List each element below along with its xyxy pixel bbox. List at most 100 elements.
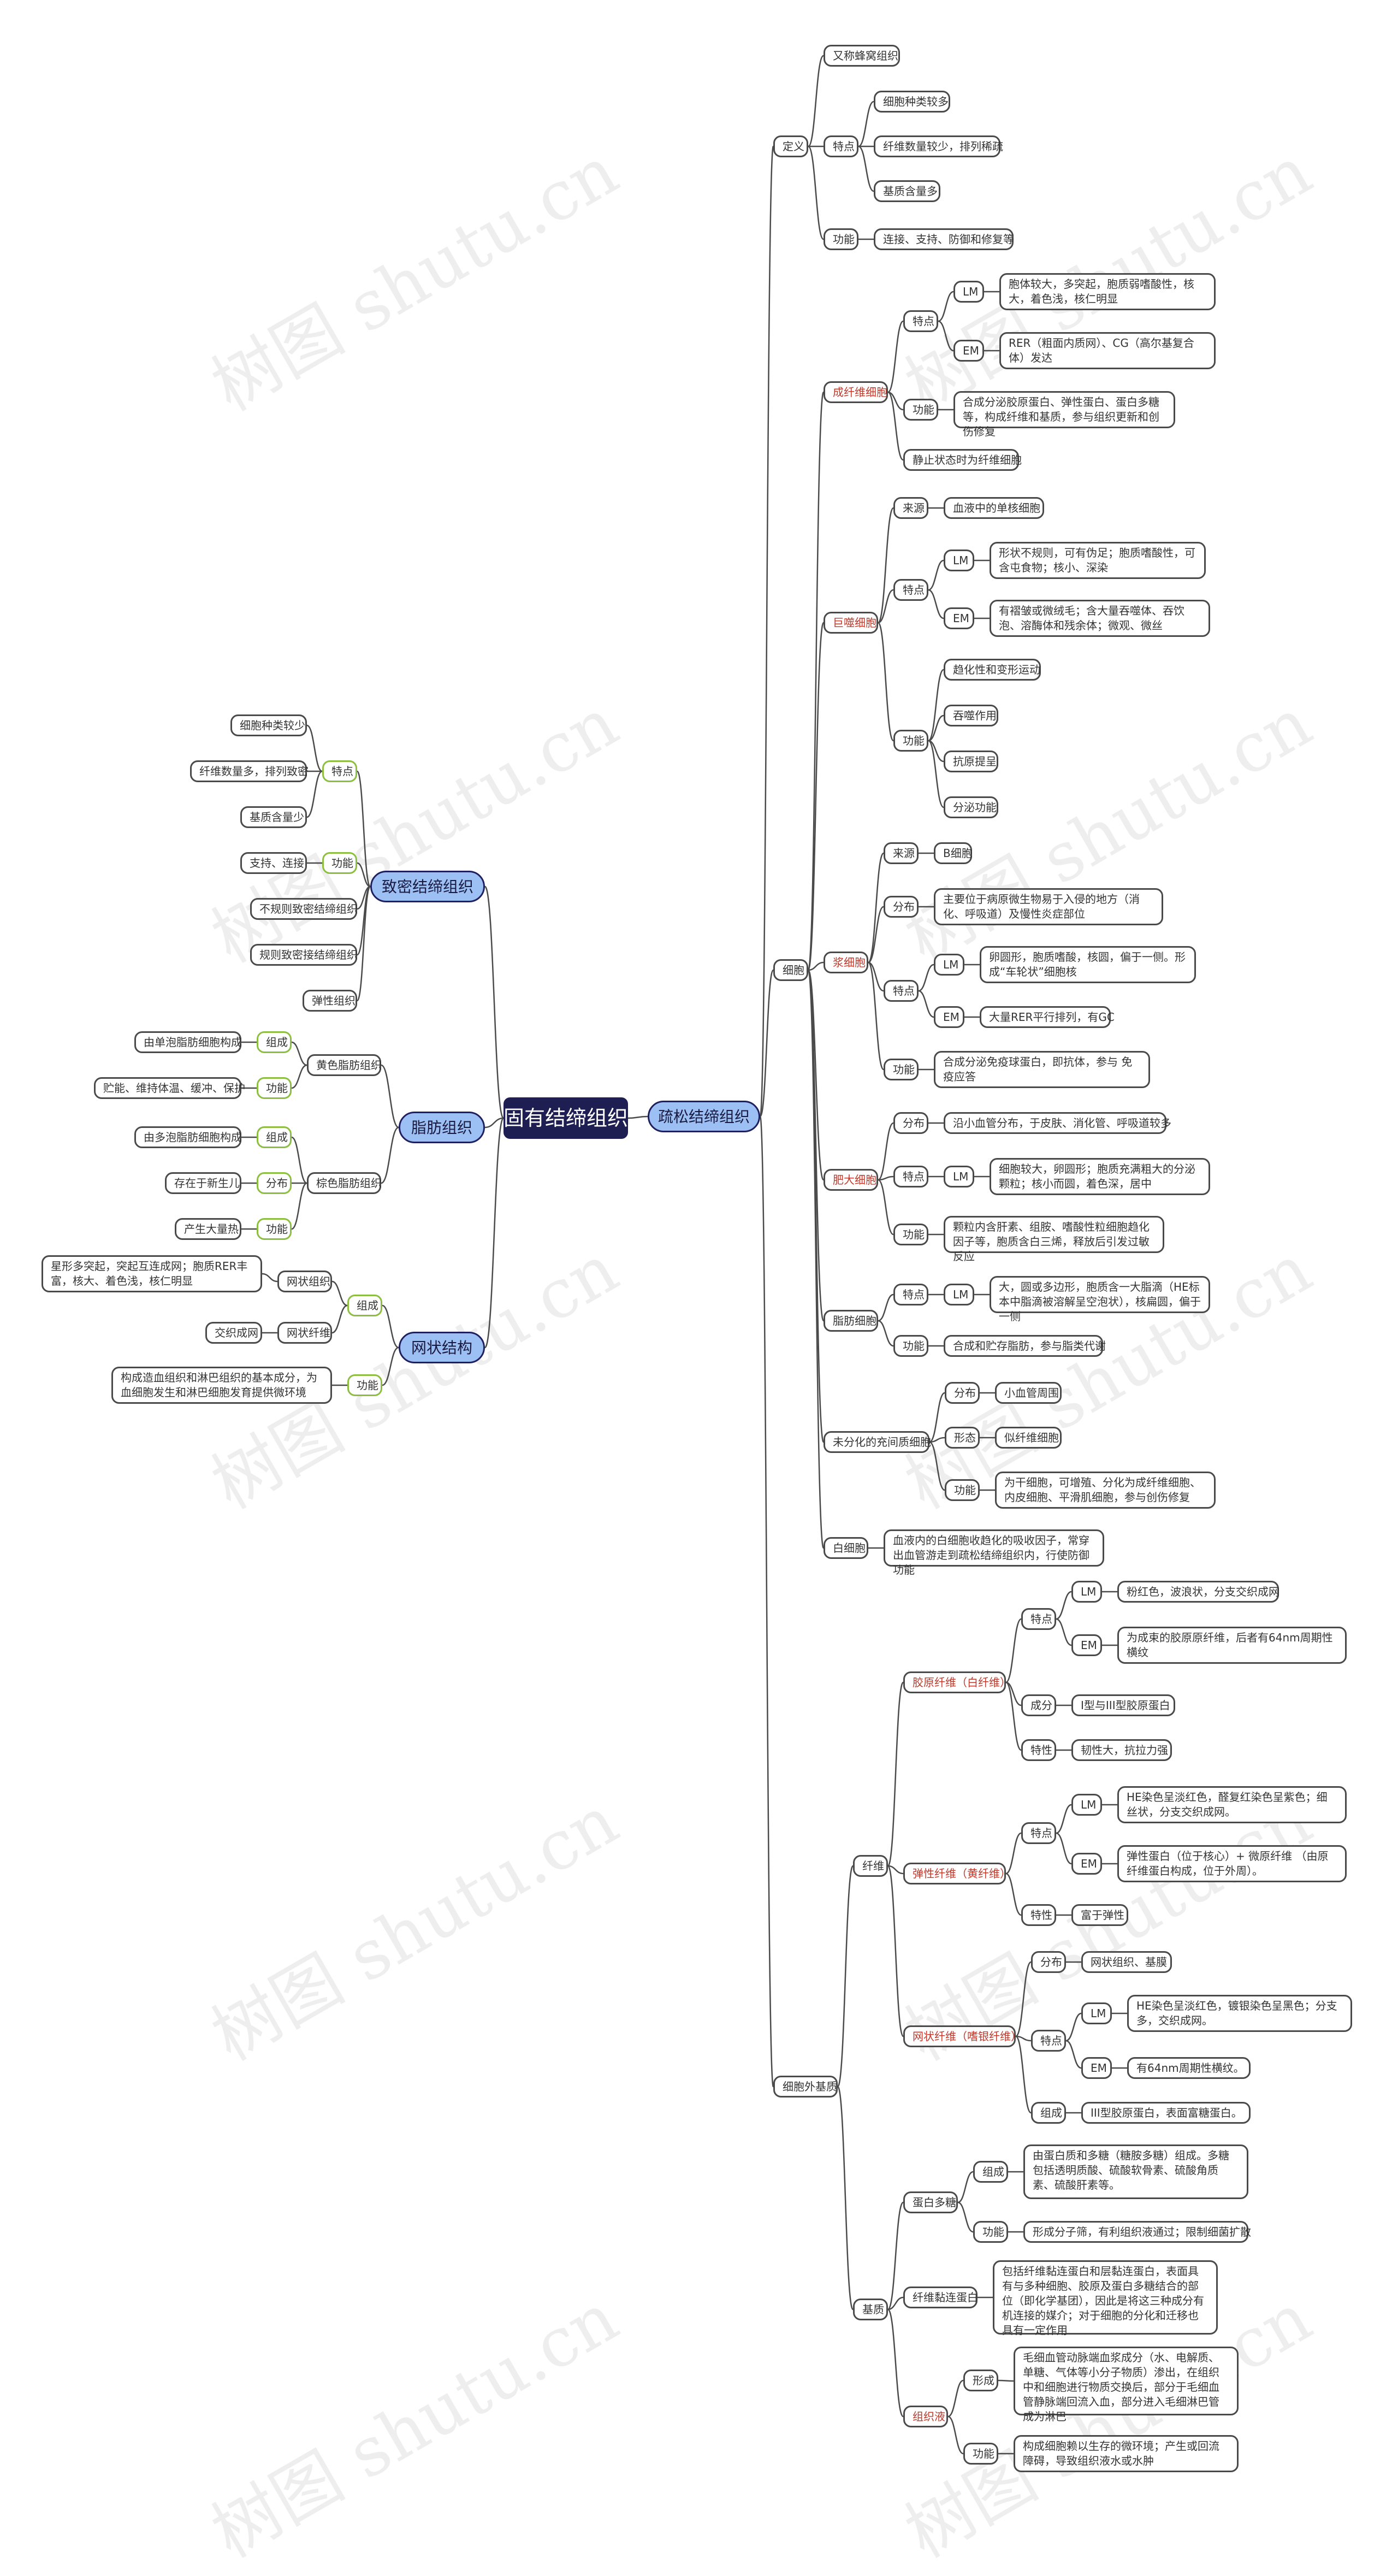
node-reticular-tissue-cell-text[interactable]: 星形多突起，突起互连成网；胞质RER丰富，核大、着色浅，核仁明显 <box>42 1255 262 1292</box>
branch-reticular-tissue[interactable]: 网状结构 <box>399 1332 485 1363</box>
node-dense-feature-3[interactable]: 基质含量少 <box>240 806 307 828</box>
node-feature-3[interactable]: 基质含量多 <box>874 180 940 202</box>
node-plasma-origin-text[interactable]: B细胞 <box>934 842 973 864</box>
node-brown-adipose-composition[interactable]: 组成 <box>257 1126 292 1148</box>
node-tissue-fluid-function-text[interactable]: 构成细胞赖以生存的微环境；产生或回流障碍，导致组织液水或水肿 <box>1014 2435 1239 2472</box>
node-proteoglycan-composition-text[interactable]: 由蛋白质和多糖（糖胺多糖）组成。多糖包括透明质酸、硫酸软骨素、硫酸角质素、硫酸肝… <box>1023 2144 1248 2199</box>
node-brown-adipose-function-text[interactable]: 产生大量热 <box>175 1218 241 1240</box>
node-fibers[interactable]: 纤维 <box>853 1855 888 1877</box>
node-fibroblast[interactable]: 成纤维细胞 <box>824 381 888 403</box>
node-reticular-distribution-text[interactable]: 网状组织、基膜 <box>1081 1951 1172 1973</box>
node-fibroblast-em[interactable]: EM <box>953 340 984 362</box>
node-plasma-em[interactable]: EM <box>934 1006 964 1028</box>
node-macrophage-features[interactable]: 特点 <box>893 579 928 601</box>
node-collagen-property[interactable]: 特性 <box>1021 1739 1056 1761</box>
node-undifferentiated-distribution[interactable]: 分布 <box>945 1382 980 1404</box>
node-macrophage-function[interactable]: 功能 <box>893 730 928 752</box>
node-plasma-features[interactable]: 特点 <box>884 980 919 1002</box>
node-reticular-features[interactable]: 特点 <box>1031 2030 1066 2052</box>
node-collagen-composition[interactable]: 成分 <box>1021 1694 1056 1716</box>
node-undifferentiated-shape[interactable]: 形态 <box>945 1427 980 1449</box>
node-mast-function[interactable]: 功能 <box>893 1224 928 1245</box>
node-undifferentiated-shape-text[interactable]: 似纤维细胞 <box>995 1427 1062 1449</box>
node-collagen-features[interactable]: 特点 <box>1021 1608 1056 1630</box>
node-fibroblast-lm[interactable]: LM <box>953 281 984 303</box>
node-ground-substance[interactable]: 基质 <box>853 2299 888 2320</box>
node-undifferentiated-function[interactable]: 功能 <box>945 1479 980 1501</box>
node-yellow-adipose-composition[interactable]: 组成 <box>257 1031 292 1053</box>
node-reticular-tissue-fiber-text[interactable]: 交织成网 <box>205 1322 262 1344</box>
node-mast-distribution[interactable]: 分布 <box>893 1112 928 1134</box>
node-tissue-fluid-function[interactable]: 功能 <box>963 2443 998 2465</box>
node-plasma-em-text[interactable]: 大量RER平行排列，有GC <box>980 1006 1115 1028</box>
node-fat-lm-text[interactable]: 大，圆或多边形，胞质含一大脂滴（HE标本中脂滴被溶解呈空泡状），核扁圆，偏于一侧 <box>990 1276 1210 1323</box>
node-elastic-property[interactable]: 特性 <box>1021 1904 1056 1926</box>
node-yellow-adipose[interactable]: 黄色脂肪组织 <box>307 1054 382 1076</box>
node-macrophage-function-2[interactable]: 吞噬作用 <box>944 705 998 726</box>
node-plasma-distribution-text[interactable]: 主要位于病原微生物易于入侵的地方（消化、呼吸道）及慢性炎症部位 <box>934 888 1163 925</box>
node-yellow-adipose-function[interactable]: 功能 <box>257 1077 292 1099</box>
node-macrophage-function-3[interactable]: 抗原提呈 <box>944 751 998 772</box>
node-tissue-fluid-formation[interactable]: 形成 <box>963 2370 998 2391</box>
node-macrophage-lm-text[interactable]: 形状不规则，可有伪足；胞质嗜酸性，可含屯食物；核小、深染 <box>990 542 1206 579</box>
node-undifferentiated-function-text[interactable]: 为干细胞，可增殖、分化为成纤维细胞、内皮细胞、平滑肌细胞，参与创伤修复 <box>995 1472 1216 1509</box>
node-fibroblast-function[interactable]: 功能 <box>903 399 938 421</box>
branch-adipose-tissue[interactable]: 脂肪组织 <box>399 1112 485 1143</box>
node-yellow-adipose-function-text[interactable]: 贮能、维持体温、缓冲、保护 <box>94 1077 245 1099</box>
node-undifferentiated-cell[interactable]: 未分化的充间质细胞 <box>824 1431 931 1453</box>
node-undifferentiated-distribution-text[interactable]: 小血管周围 <box>995 1382 1062 1404</box>
node-brown-adipose-distribution-text[interactable]: 存在于新生儿 <box>165 1172 241 1194</box>
node-proteoglycan-function[interactable]: 功能 <box>973 2221 1008 2243</box>
node-yellow-adipose-composition-text[interactable]: 由单泡脂肪细胞构成 <box>134 1031 242 1053</box>
node-plasma-cell[interactable]: 浆细胞 <box>824 952 868 973</box>
node-macrophage-origin-text[interactable]: 血液中的单核细胞 <box>944 497 1044 519</box>
node-reticular-distribution[interactable]: 分布 <box>1031 1951 1066 1973</box>
node-dense-features[interactable]: 特点 <box>322 760 357 782</box>
node-definition-alias[interactable]: 又称蜂窝组织 <box>824 45 900 67</box>
node-collagen-em[interactable]: EM <box>1071 1634 1102 1656</box>
node-reticular-composition[interactable]: 组成 <box>1031 2102 1066 2124</box>
node-mast-features[interactable]: 特点 <box>893 1166 928 1187</box>
node-reticular-composition-text[interactable]: III型胶原蛋白，表面富糖蛋白。 <box>1081 2102 1251 2124</box>
node-elastic-features[interactable]: 特点 <box>1021 1822 1056 1844</box>
node-fat-features[interactable]: 特点 <box>893 1284 928 1305</box>
node-plasma-lm[interactable]: LM <box>934 954 964 976</box>
node-mast-distribution-text[interactable]: 沿小血管分布，于皮肤、消化管、呼吸道较多 <box>944 1112 1171 1134</box>
node-macrophage-lm[interactable]: LM <box>944 550 974 571</box>
node-dense-function-text[interactable]: 支持、连接 <box>240 852 307 874</box>
node-dense-type-elastic[interactable]: 弹性组织 <box>303 990 357 1012</box>
node-fibroblast-function-text[interactable]: 合成分泌胶原蛋白、弹性蛋白、蛋白多糖等，构成纤维和基质，参与组织更新和创伤修复 <box>953 391 1175 438</box>
node-elastic-property-text[interactable]: 富于弹性 <box>1071 1904 1128 1926</box>
node-reticular-tissue-cell[interactable]: 网状组织 <box>277 1271 332 1292</box>
branch-loose-connective-tissue[interactable]: 疏松结缔组织 <box>648 1101 760 1132</box>
node-fat-lm[interactable]: LM <box>944 1284 974 1305</box>
node-fat-cell[interactable]: 脂肪细胞 <box>824 1310 878 1332</box>
node-proteoglycan[interactable]: 蛋白多糖 <box>903 2191 958 2213</box>
node-mast-function-text[interactable]: 颗粒内含肝素、组胺、嗜酸性粒细胞趋化因子等，胞质含白三烯，释放后引发过敏反应 <box>944 1216 1164 1263</box>
node-white-blood-cell[interactable]: 白细胞 <box>824 1537 868 1559</box>
node-collagen-property-text[interactable]: 韧性大，抗拉力强 <box>1071 1739 1172 1761</box>
node-dense-type-regular[interactable]: 规则致密接结缔组织 <box>250 944 358 966</box>
node-cells[interactable]: 细胞 <box>773 959 808 981</box>
node-tissue-fluid-formation-text[interactable]: 毛细血管动脉端血浆成分（水、电解质、单糖、气体等小分子物质）渗出，在组织中和细胞… <box>1014 2347 1239 2423</box>
node-feature-1[interactable]: 细胞种类较多 <box>874 91 950 113</box>
node-reticular-tissue-fiber[interactable]: 网状纤维 <box>277 1322 332 1344</box>
node-brown-adipose[interactable]: 棕色脂肪组织 <box>307 1172 382 1194</box>
node-fat-function[interactable]: 功能 <box>893 1335 928 1357</box>
node-macrophage-function-1[interactable]: 趋化性和变形运动 <box>944 659 1041 681</box>
node-macrophage-origin[interactable]: 来源 <box>893 497 928 519</box>
node-dense-type-irregular[interactable]: 不规则致密结缔组织 <box>250 898 358 920</box>
node-macrophage-em-text[interactable]: 有褶皱或微绒毛；含大量吞噬体、吞饮泡、溶酶体和残余体；微观、微丝 <box>990 600 1210 637</box>
node-white-blood-cell-text[interactable]: 血液内的白细胞收趋化的吸收因子，常穿出血管游走到疏松结缔组织内，行使防御功能 <box>884 1529 1104 1576</box>
node-plasma-function-text[interactable]: 合成分泌免疫球蛋白，即抗体，参与 免疫应答 <box>934 1051 1150 1088</box>
node-collagen-fiber[interactable]: 胶原纤维（白纤维） <box>903 1671 1011 1693</box>
node-collagen-composition-text[interactable]: I型与III型胶原蛋白 <box>1071 1694 1175 1716</box>
node-plasma-origin[interactable]: 来源 <box>884 842 919 864</box>
node-macrophage-em[interactable]: EM <box>944 607 974 629</box>
node-macrophage-function-4[interactable]: 分泌功能 <box>944 796 998 818</box>
node-brown-adipose-composition-text[interactable]: 由多泡脂肪细胞构成 <box>134 1126 242 1148</box>
node-fibroblast-em-text[interactable]: RER（粗面内质网）、CG（高尔基复合体）发达 <box>999 332 1216 369</box>
node-fibronectin[interactable]: 纤维黏连蛋白 <box>903 2287 978 2308</box>
node-plasma-function[interactable]: 功能 <box>884 1059 919 1080</box>
node-reticular-lm-text[interactable]: HE染色呈淡红色，镀银染色呈黑色；分支多，交织成网。 <box>1127 1995 1352 2032</box>
